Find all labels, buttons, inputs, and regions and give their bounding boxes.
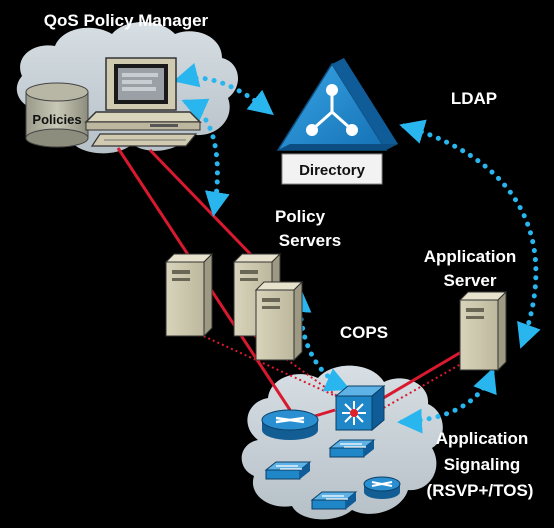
cops-label: COPS [340,323,388,342]
database-cylinder-icon: Policies [25,82,89,148]
link-router-to-l3switch [314,408,336,418]
layer3-switch-icon[interactable] [334,384,386,432]
arrow-directory-appserver [399,119,541,349]
arrow-manager-directory [173,63,274,116]
app-signaling-label-line2: Signaling [444,455,521,474]
router-icon[interactable] [363,476,401,499]
arrow-manager-policyservers [181,98,230,217]
directory-label: Directory [299,162,366,179]
policies-label: Policies [32,112,81,127]
policy-servers-label-line1: Policy [275,207,326,226]
switch-icon[interactable] [264,461,312,480]
arrow-appserver-signaling [397,367,497,434]
app-signaling-label-line3: (RSVP+/TOS) [427,481,534,500]
ldap-label: LDAP [451,89,497,108]
qos-manager-title: QoS Policy Manager [44,11,209,30]
router-icon[interactable] [261,409,319,440]
application-server-label-line1: Application [424,247,517,266]
signaling-arrows [173,63,541,434]
policy-server-3[interactable] [254,280,304,362]
switch-icon[interactable] [328,439,376,458]
app-signaling-label-line1: Application [436,429,529,448]
workstation-icon[interactable] [84,57,202,147]
policy-server-1[interactable] [164,252,214,338]
application-server-label-line2: Server [444,271,497,290]
arrow-cops [286,287,351,392]
application-server[interactable] [458,290,508,372]
switch-icon[interactable] [310,491,358,510]
directory-triangle-icon[interactable]: Directory [276,58,398,185]
policy-servers-label-line2: Servers [279,231,341,250]
link-manager-to-policy-server [148,148,260,264]
